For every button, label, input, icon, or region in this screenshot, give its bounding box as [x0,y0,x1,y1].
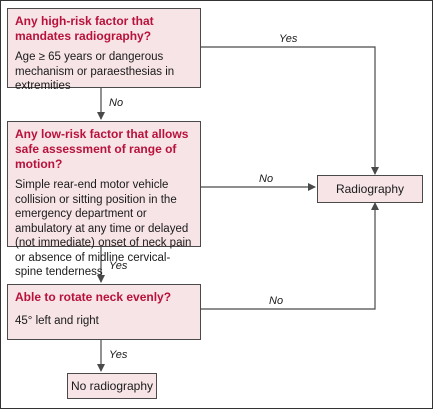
edge-label-step3-no: No [269,295,284,307]
outcome-no-radiography-label: No radiography [70,379,154,393]
step-high-risk: Any high-risk factor that mandates radio… [7,8,201,92]
edge-label-step1-yes: Yes [279,33,298,45]
edge-label-step1-no: No [109,97,124,109]
step-low-risk-detail: Simple rear-end motor vehicle collision … [15,179,192,278]
edge-label-step3-yes: Yes [109,349,128,361]
edge-label-step2-yes: Yes [109,260,128,272]
outcome-radiography: Radiography [317,175,423,203]
step-low-risk-question: Any low-risk factor that allows safe ass… [15,127,189,171]
outcome-no-radiography: No radiography [67,373,157,399]
step-low-risk: Any low-risk factor that allows safe ass… [7,121,201,278]
step-rotate-neck: Able to rotate neck evenly? 45° left and… [7,284,201,340]
step-high-risk-question: Any high-risk factor that mandates radio… [15,14,154,43]
step-rotate-neck-question: Able to rotate neck evenly? [15,290,172,304]
step-high-risk-detail: Age ≥ 65 years or dangerous mechanism or… [15,51,175,92]
edge-label-step2-no: No [259,173,274,185]
connector-step1-yes [201,46,379,175]
connector-step3-no [201,202,379,310]
outcome-radiography-label: Radiography [335,182,405,196]
step-rotate-neck-detail: 45° left and right [15,315,99,327]
